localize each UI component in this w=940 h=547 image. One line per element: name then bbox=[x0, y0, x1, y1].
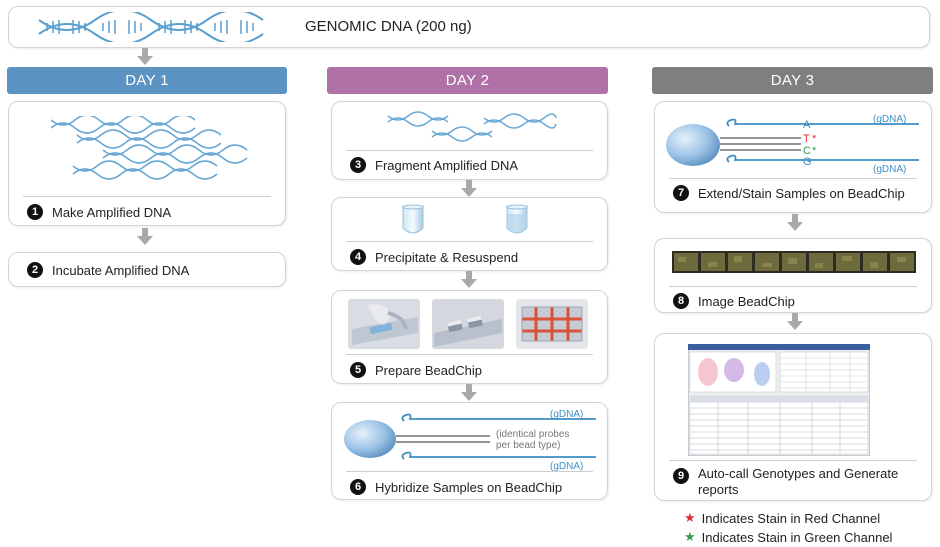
step-7-divider bbox=[669, 178, 917, 179]
step-4-label: Precipitate & Resuspend bbox=[375, 249, 519, 265]
step-3-number: 3 bbox=[350, 157, 366, 173]
legend-green-text: Indicates Stain in Green Channel bbox=[701, 529, 893, 545]
step-6-number: 6 bbox=[350, 479, 366, 495]
hybridize-probe-diagram: (gDNA) (gDNA) (identical probes per bead… bbox=[344, 409, 596, 471]
step-6-label: Hybridize Samples on BeadChip bbox=[375, 479, 563, 495]
step-5-divider bbox=[346, 354, 593, 355]
step-7-label: Extend/Stain Samples on BeadChip bbox=[698, 185, 905, 201]
step-1: 1 Make Amplified DNA bbox=[27, 204, 171, 220]
step-6-box: (gDNA) (gDNA) (identical probes per bead… bbox=[331, 402, 608, 500]
green-star-icon: ★ bbox=[684, 529, 696, 544]
down-arrow-icon bbox=[787, 214, 803, 231]
bead-icon bbox=[344, 420, 396, 458]
amplified-dna-icon bbox=[51, 116, 248, 180]
step-1-box: 1 Make Amplified DNA bbox=[8, 101, 286, 226]
step-5-label: Prepare BeadChip bbox=[375, 362, 482, 378]
step-2-number: 2 bbox=[27, 262, 43, 278]
step-8-number: 8 bbox=[673, 293, 689, 309]
step-2-label: Incubate Amplified DNA bbox=[52, 262, 190, 278]
step-1-number: 1 bbox=[27, 204, 43, 220]
gdna-label-bottom: (gDNA) bbox=[873, 164, 906, 175]
genotyping-software-screenshot bbox=[688, 344, 870, 456]
legend-red-channel: ★ Indicates Stain in Red Channel bbox=[684, 510, 880, 526]
step-2: 2 Incubate Amplified DNA bbox=[27, 262, 189, 278]
step-7-box: A T * C * G (gDNA) (gDNA) 7 Extend/Stain… bbox=[654, 101, 932, 213]
step-5: 5 Prepare BeadChip bbox=[350, 362, 482, 378]
beadchip-prep-photo-2 bbox=[432, 299, 504, 349]
step-1-label: Make Amplified DNA bbox=[52, 204, 172, 220]
down-arrow-icon bbox=[461, 271, 477, 288]
step-8: 8 Image BeadChip bbox=[673, 293, 795, 309]
step-6-divider bbox=[346, 471, 593, 472]
step-2-box: 2 Incubate Amplified DNA bbox=[8, 252, 286, 287]
legend-red-text: Indicates Stain in Red Channel bbox=[701, 510, 881, 526]
beadchip-prep-photo-3 bbox=[516, 299, 588, 349]
step-4-divider bbox=[346, 241, 593, 242]
step-3-divider bbox=[346, 150, 593, 151]
stain-red-asterisk: * bbox=[812, 133, 817, 145]
step-4-box: 4 Precipitate & Resuspend bbox=[331, 197, 608, 271]
step-8-label: Image BeadChip bbox=[698, 293, 795, 309]
gdna-label-bottom: (gDNA) bbox=[550, 461, 583, 471]
day-2-header: DAY 2 bbox=[327, 67, 608, 94]
gdna-label-top: (gDNA) bbox=[550, 409, 583, 420]
legend-green-channel: ★ Indicates Stain in Green Channel bbox=[684, 529, 892, 545]
step-9: 9 Auto-call Genotypes and Generate repor… bbox=[673, 466, 921, 498]
tube-icon bbox=[506, 204, 528, 234]
step-3: 3 Fragment Amplified DNA bbox=[350, 157, 518, 173]
step-4: 4 Precipitate & Resuspend bbox=[350, 249, 518, 265]
gdna-label-top: (gDNA) bbox=[873, 114, 906, 125]
fragmented-dna-icon bbox=[387, 111, 557, 142]
genomic-dna-box: GENOMIC DNA (200 ng) bbox=[8, 6, 930, 48]
extend-stain-diagram: A T * C * G (gDNA) (gDNA) bbox=[666, 114, 919, 175]
base-t: T bbox=[803, 133, 810, 145]
stain-green-asterisk: * bbox=[812, 145, 817, 157]
day-3-header: DAY 3 bbox=[652, 67, 933, 94]
beadchip-image-strip bbox=[672, 251, 916, 273]
red-star-icon: ★ bbox=[684, 510, 696, 525]
dna-helix-icon bbox=[38, 12, 264, 42]
genomic-dna-title: GENOMIC DNA (200 ng) bbox=[305, 18, 472, 35]
step-9-number: 9 bbox=[673, 468, 689, 484]
bead-icon bbox=[666, 124, 720, 166]
step-1-divider bbox=[23, 196, 271, 197]
step-3-label: Fragment Amplified DNA bbox=[375, 157, 519, 173]
tube-icon bbox=[402, 204, 424, 234]
step-7-number: 7 bbox=[673, 185, 689, 201]
step-5-number: 5 bbox=[350, 362, 366, 378]
identical-probes-label-1: (identical probes bbox=[496, 429, 569, 440]
step-7: 7 Extend/Stain Samples on BeadChip bbox=[673, 185, 905, 201]
step-6: 6 Hybridize Samples on BeadChip bbox=[350, 479, 562, 495]
step-4-number: 4 bbox=[350, 249, 366, 265]
step-9-divider bbox=[669, 460, 917, 461]
identical-probes-label-2: per bead type) bbox=[496, 440, 561, 451]
step-8-box: 8 Image BeadChip bbox=[654, 238, 932, 313]
base-c: C bbox=[803, 145, 811, 157]
base-a: A bbox=[803, 119, 811, 131]
down-arrow-icon bbox=[137, 228, 153, 245]
down-arrow-icon bbox=[787, 313, 803, 330]
step-9-label: Auto-call Genotypes and Generate reports bbox=[698, 466, 899, 497]
down-arrow-icon bbox=[137, 48, 153, 65]
step-8-divider bbox=[669, 286, 917, 287]
base-g: G bbox=[803, 156, 812, 168]
step-3-box: 3 Fragment Amplified DNA bbox=[331, 101, 608, 180]
down-arrow-icon bbox=[461, 384, 477, 401]
step-5-box: 5 Prepare BeadChip bbox=[331, 290, 608, 384]
beadchip-prep-photo-1 bbox=[348, 299, 420, 349]
step-9-box: 9 Auto-call Genotypes and Generate repor… bbox=[654, 333, 932, 501]
day-1-header: DAY 1 bbox=[7, 67, 287, 94]
down-arrow-icon bbox=[461, 180, 477, 197]
